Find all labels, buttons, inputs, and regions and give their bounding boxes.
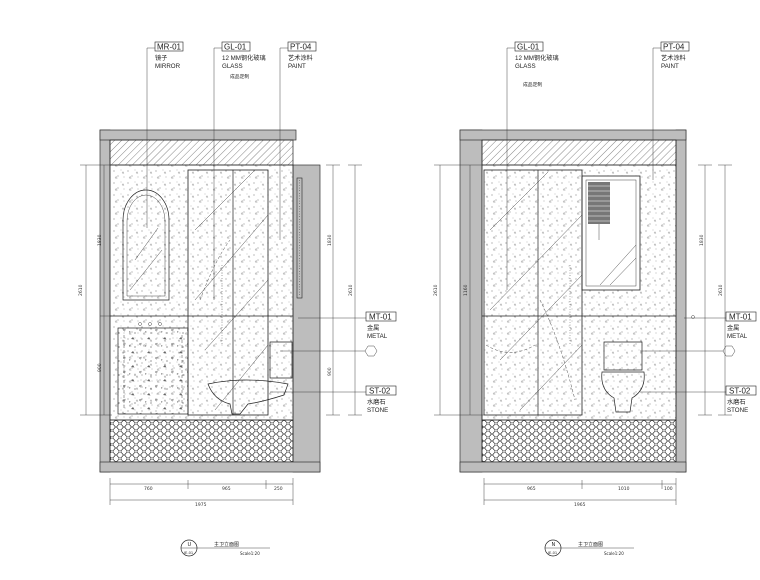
gl01-en-right: GLASS <box>515 63 536 70</box>
right-floor-slab <box>459 461 687 473</box>
gl01-en-left: GLASS <box>222 63 243 70</box>
right-top-slab <box>459 129 687 141</box>
st02-en-right: STONE <box>727 407 748 414</box>
st02-tag-box-right <box>725 385 757 396</box>
right-hdim-1: 965 <box>527 486 536 492</box>
st02-tag-box-left <box>365 385 397 396</box>
mr01-tag-box <box>154 41 184 52</box>
right-dim-upper-right: 1830 <box>699 234 705 246</box>
right-wall-surface <box>481 164 677 421</box>
left-wall-right <box>292 164 321 473</box>
right-caption-scale: Scale1:20 <box>604 551 624 556</box>
mt01-en-left: METAL <box>367 333 388 340</box>
right-wall-left <box>459 129 483 473</box>
left-floor-slab <box>99 461 321 473</box>
left-hdim-3: 250 <box>274 486 283 492</box>
right-hdim-3: 100 <box>664 486 673 492</box>
pt04-tag-box-right <box>660 41 690 52</box>
gl01-tag-box-left <box>221 41 251 52</box>
left-hdim-1: 760 <box>144 486 153 492</box>
mt01-code-right: MT-01 <box>729 313 752 322</box>
left-caption-ref: IE-01 <box>184 551 193 555</box>
st02-code-right: ST-02 <box>729 387 751 396</box>
glass-shower-panel <box>187 169 269 416</box>
mt01-cn-right: 金属 <box>727 324 739 332</box>
right-hdim-2: 1010 <box>618 486 630 492</box>
pt04-code-right: PT-04 <box>663 43 685 52</box>
left-caption: U IE-01 主卫立面图 Scale1:20 <box>180 539 270 557</box>
right-floor-tiles <box>481 419 677 463</box>
right-elevation: 2610 1160 1830 2610 965 1010 100 1965 GL… <box>433 41 757 557</box>
mt01-cn-left: 金属 <box>367 324 379 332</box>
left-hex-marker <box>364 345 378 357</box>
right-caption-letter: N <box>552 542 556 548</box>
gl01-note-left: 成品定制 <box>230 73 249 80</box>
pt04-cn-right: 艺术涂料 <box>661 54 686 62</box>
pt04-code-left: PT-04 <box>290 43 312 52</box>
right-dim-total-right: 2610 <box>718 284 724 296</box>
left-dim-total-right: 2610 <box>348 284 354 296</box>
left-floor-tiles <box>109 419 294 463</box>
st02-cn-left: 水磨石 <box>367 398 386 406</box>
mr01-cn: 镜子 <box>155 54 167 62</box>
right-dim-total: 2610 <box>433 284 439 296</box>
right-caption: N IE-01 主卫立面图 Scale1:20 <box>544 539 634 557</box>
right-hdim-total: 1965 <box>574 502 586 508</box>
vanity-cabinet <box>117 327 189 415</box>
left-caption-scale: Scale1:20 <box>240 551 260 556</box>
left-top-slab-outline <box>99 129 297 141</box>
left-toilet <box>269 341 293 379</box>
left-dim-lower-right: 900 <box>327 367 333 376</box>
left-caption-letter: U <box>188 542 192 548</box>
curtain-track <box>296 177 303 299</box>
mt01-tag-box-left <box>365 311 397 322</box>
gl01-tag-box-right <box>514 41 544 52</box>
left-dim-upper: 1830 <box>97 234 103 246</box>
left-hdim-total: 1975 <box>195 502 207 508</box>
mr01-en: MIRROR <box>155 63 181 70</box>
left-hdim-2: 965 <box>222 486 231 492</box>
gl01-code-left: GL-01 <box>224 43 247 52</box>
right-caption-ref: IE-01 <box>548 551 557 555</box>
right-dim-upper-left: 1160 <box>463 284 469 296</box>
gl01-cn-right: 12 MM钢化玻璃 <box>515 54 559 62</box>
st02-cn-right: 水磨石 <box>727 398 746 406</box>
st02-en-left: STONE <box>367 407 388 414</box>
pt04-en-right: PAINT <box>661 63 679 70</box>
mr01-code: MR-01 <box>157 43 182 52</box>
pt04-tag-box-left <box>287 41 317 52</box>
right-wall-right <box>675 129 687 473</box>
pt04-cn-left: 艺术涂料 <box>288 54 313 62</box>
left-caption-title: 主卫立面图 <box>214 541 239 548</box>
left-ceiling-hatch <box>109 139 294 166</box>
gl01-note-right: 成品定制 <box>523 81 542 88</box>
mt01-en-right: METAL <box>727 333 748 340</box>
st02-code-left: ST-02 <box>369 387 391 396</box>
pt04-en-left: PAINT <box>288 63 306 70</box>
window-blinds <box>588 182 610 240</box>
mt01-tag-box-right <box>725 311 757 322</box>
mt01-code-left: MT-01 <box>369 313 392 322</box>
arched-mirror <box>122 189 170 301</box>
left-elevation: 2610 1830 900 1830 900 2610 760 965 250 … <box>78 41 397 557</box>
left-dim-lower: 900 <box>97 363 103 372</box>
right-ceiling-hatch <box>481 139 677 166</box>
right-toilet <box>603 341 643 371</box>
left-dim-upper-right: 1830 <box>327 234 333 246</box>
glass-shower-panel-right <box>483 169 583 416</box>
left-wall-left <box>99 129 111 473</box>
right-caption-title: 主卫立面图 <box>578 541 603 548</box>
gl01-cn-left: 12 MM钢化玻璃 <box>222 54 266 62</box>
gl01-code-right: GL-01 <box>517 43 540 52</box>
left-dim-total: 2610 <box>78 284 84 296</box>
